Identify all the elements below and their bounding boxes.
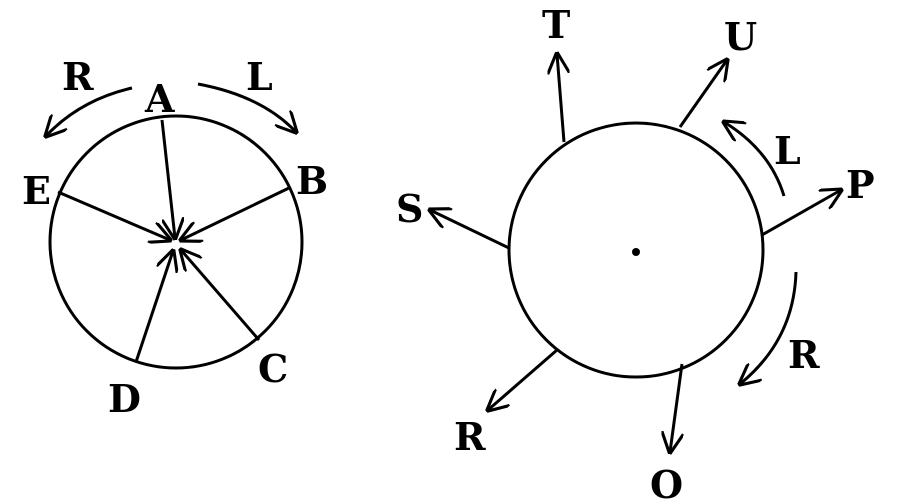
right-rotation-arc-r (740, 271, 798, 384)
right-rotation-label-l: L (774, 128, 801, 173)
label-a: A (144, 76, 175, 121)
label-e: E (22, 168, 51, 213)
arrow-d-to-center (134, 251, 173, 363)
label-r: R (454, 414, 486, 459)
label-c: C (258, 346, 288, 391)
label-u: U (724, 14, 757, 59)
left-rotation-label-l: L (246, 54, 273, 99)
center-dot (632, 248, 640, 256)
right-figure: T U P O R S L R (396, 2, 875, 504)
arrow-to-s (430, 210, 510, 250)
label-p: P (846, 162, 875, 207)
label-d: D (108, 376, 141, 421)
label-s: S (396, 186, 423, 231)
label-b: B (296, 158, 328, 203)
left-figure: A B C D E R L (22, 54, 328, 421)
arrow-b-to-center (181, 186, 290, 240)
arrow-a-to-center (160, 119, 175, 238)
arrow-to-o (670, 363, 682, 452)
arrow-e-to-center (57, 190, 170, 240)
left-rotation-label-r: R (62, 54, 94, 99)
label-o: O (650, 462, 683, 504)
arrow-to-u (678, 60, 727, 128)
right-rotation-arc-l (724, 122, 786, 197)
right-rotation-label-r: R (788, 332, 820, 377)
arrow-to-r (488, 348, 558, 410)
left-circle (48, 114, 304, 370)
left-rotation-arc-l (197, 82, 296, 132)
right-circle (507, 121, 765, 379)
arrow-to-t (557, 54, 564, 143)
label-t: T (542, 2, 570, 47)
arrow-c-to-center (181, 250, 261, 341)
arrow-to-p (761, 190, 841, 237)
left-rotation-arc-r (46, 86, 133, 136)
